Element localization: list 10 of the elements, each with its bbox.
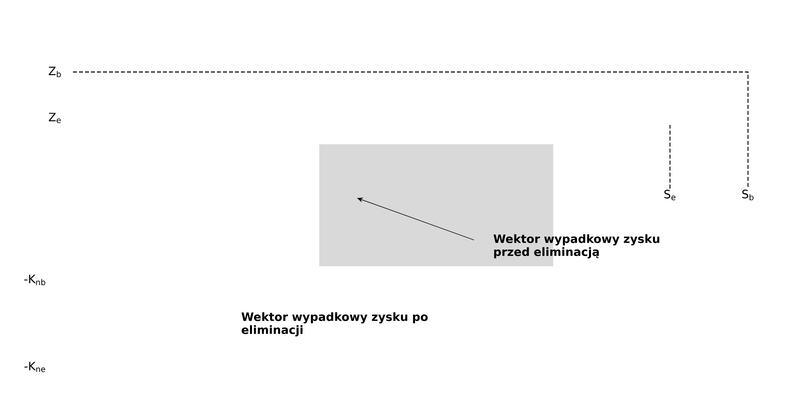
callout-text: Wektor wypadkowy zysku przed eliminacją <box>494 234 660 258</box>
arrow <box>357 198 474 240</box>
symbol-label: S$_{e}$ <box>664 190 676 200</box>
caption-text: Wektor wypadkowy zysku po eliminacji <box>242 312 428 336</box>
symbol-label: Z$_{e}$ <box>48 112 61 124</box>
dashed-line <box>72 72 748 189</box>
symbol-label: Z$_{b}$ <box>48 66 61 78</box>
symbol-label: -K$_{ne}$ <box>24 362 46 372</box>
symbol-label: S$_{b}$ <box>742 190 754 200</box>
symbol-label: -K$_{nb}$ <box>24 274 46 286</box>
